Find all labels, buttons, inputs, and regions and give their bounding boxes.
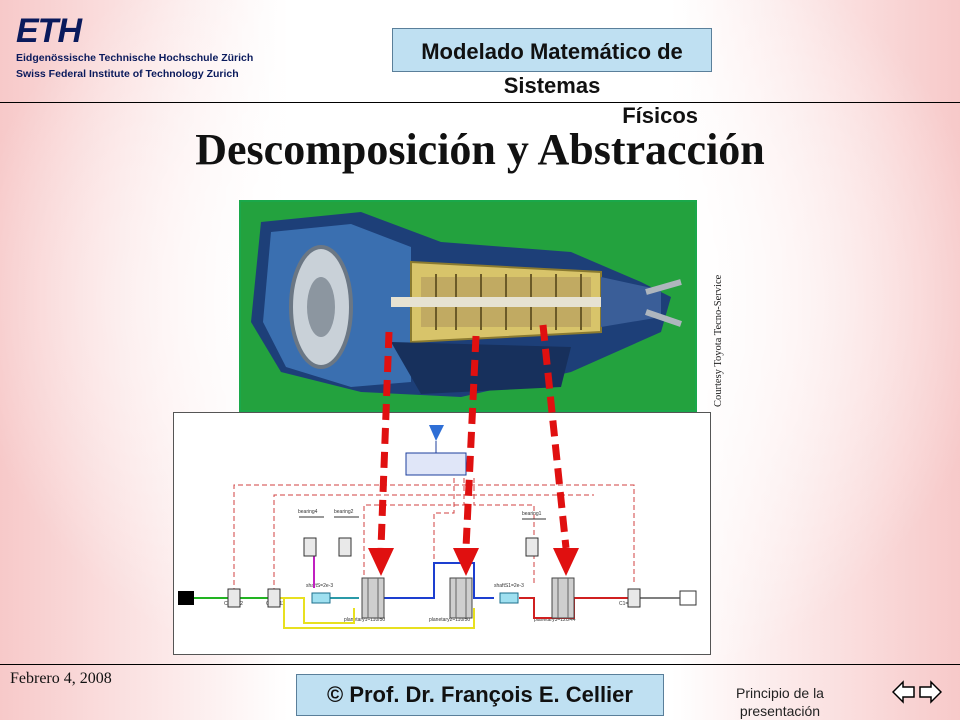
transmission-cutaway-image bbox=[239, 200, 697, 412]
label-planetary3: planetary3=120/44 bbox=[534, 617, 576, 623]
label-planetary1: planetary1=110/50 bbox=[344, 617, 385, 623]
institution-name-en: Swiss Federal Institute of Technology Zu… bbox=[16, 68, 239, 80]
footer-divider bbox=[0, 664, 960, 665]
course-title-line-2: Físicos bbox=[622, 103, 698, 128]
arrowhead-planetary3 bbox=[553, 548, 579, 576]
arrowhead-planetary2 bbox=[453, 548, 479, 576]
institution-name-de: Eidgenössische Technische Hochschule Zür… bbox=[16, 52, 254, 64]
label-bearing4: bearing4 bbox=[298, 509, 318, 515]
course-title: Modelado Matemático de Sistemas Físicos bbox=[392, 35, 832, 133]
author-box: © Prof. Dr. François E. Cellier bbox=[296, 674, 664, 716]
arrow-planetary2 bbox=[462, 335, 480, 549]
label-shift-s2: shaftS=2e-3 bbox=[306, 583, 333, 589]
navigation-arrows bbox=[892, 680, 942, 704]
author-credit: © Prof. Dr. François E. Cellier bbox=[327, 682, 633, 707]
next-slide-button[interactable] bbox=[919, 680, 942, 704]
arrow-planetary1 bbox=[377, 331, 393, 549]
drivetrain-model-diagram: bearing4 bearing2 bearing1 shaftS=2e-3 s… bbox=[173, 412, 711, 655]
arrow-planetary3 bbox=[539, 324, 570, 549]
presentation-date: Febrero 4, 2008 bbox=[10, 670, 112, 687]
start-of-presentation-link[interactable]: Principio de la presentación bbox=[700, 684, 860, 720]
previous-slide-button[interactable] bbox=[892, 680, 915, 704]
slide-title: Descomposición y Abstracción bbox=[195, 125, 765, 174]
course-title-box bbox=[392, 28, 712, 72]
label-bearing1: bearing1 bbox=[522, 511, 542, 517]
label-shift-s1: shaftS1=2e-3 bbox=[494, 583, 524, 589]
header-divider bbox=[0, 102, 960, 103]
eth-logo: ETH bbox=[16, 12, 82, 50]
label-planetary2: planetary2=110/50 bbox=[429, 617, 470, 623]
arrow-left-icon bbox=[892, 680, 915, 704]
course-title-line-1: Modelado Matemático de Sistemas bbox=[421, 39, 683, 98]
arrowhead-planetary1 bbox=[368, 548, 394, 576]
start-link-label: Principio de la presentación bbox=[736, 685, 824, 719]
arrow-right-icon bbox=[919, 680, 942, 704]
label-bearing2: bearing2 bbox=[334, 509, 354, 515]
